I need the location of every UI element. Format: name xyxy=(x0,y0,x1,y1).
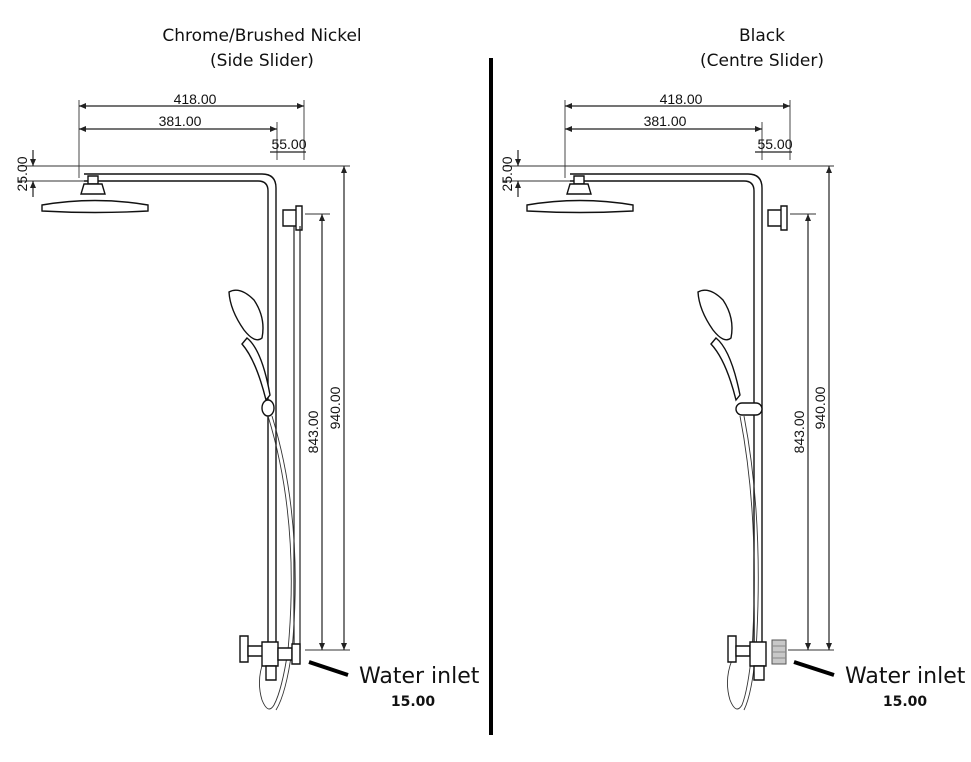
right-dim-offset: 55.00 xyxy=(757,136,792,152)
right-water-inlet-label: Water inlet xyxy=(845,664,966,689)
left-dim-offset: 55.00 xyxy=(271,136,306,152)
right-water-inlet-value: 15.00 xyxy=(883,694,928,710)
right-dim-height-total: 940.00 xyxy=(812,386,828,429)
right-dim-head-drop: 25.00 xyxy=(499,156,515,191)
left-title-line1: Chrome/Brushed Nickel xyxy=(162,26,361,46)
right-title-line2: (Centre Slider) xyxy=(700,51,824,71)
right-title-line1: Black xyxy=(739,26,785,46)
right-dim-overall-width: 418.00 xyxy=(660,91,703,107)
left-water-inlet-label: Water inlet xyxy=(359,664,480,689)
left-water-inlet-value: 15.00 xyxy=(391,694,436,710)
right-dim-height-inlet: 843.00 xyxy=(791,410,807,453)
right-dim-head-arm: 381.00 xyxy=(644,113,687,129)
left-dim-head-arm: 381.00 xyxy=(159,113,202,129)
left-dim-height-total: 940.00 xyxy=(327,386,343,429)
left-title-line2: (Side Slider) xyxy=(210,51,314,71)
left-shower-assembly: Chrome/Brushed Nickel (Side Slider) 418.… xyxy=(14,26,480,711)
left-dim-head-drop: 25.00 xyxy=(14,156,30,191)
left-dim-height-inlet: 843.00 xyxy=(305,410,321,453)
right-shower-assembly: Black (Centre Slider) 418.00 381.00 55.0… xyxy=(499,26,966,711)
left-dim-overall-width: 418.00 xyxy=(174,91,217,107)
